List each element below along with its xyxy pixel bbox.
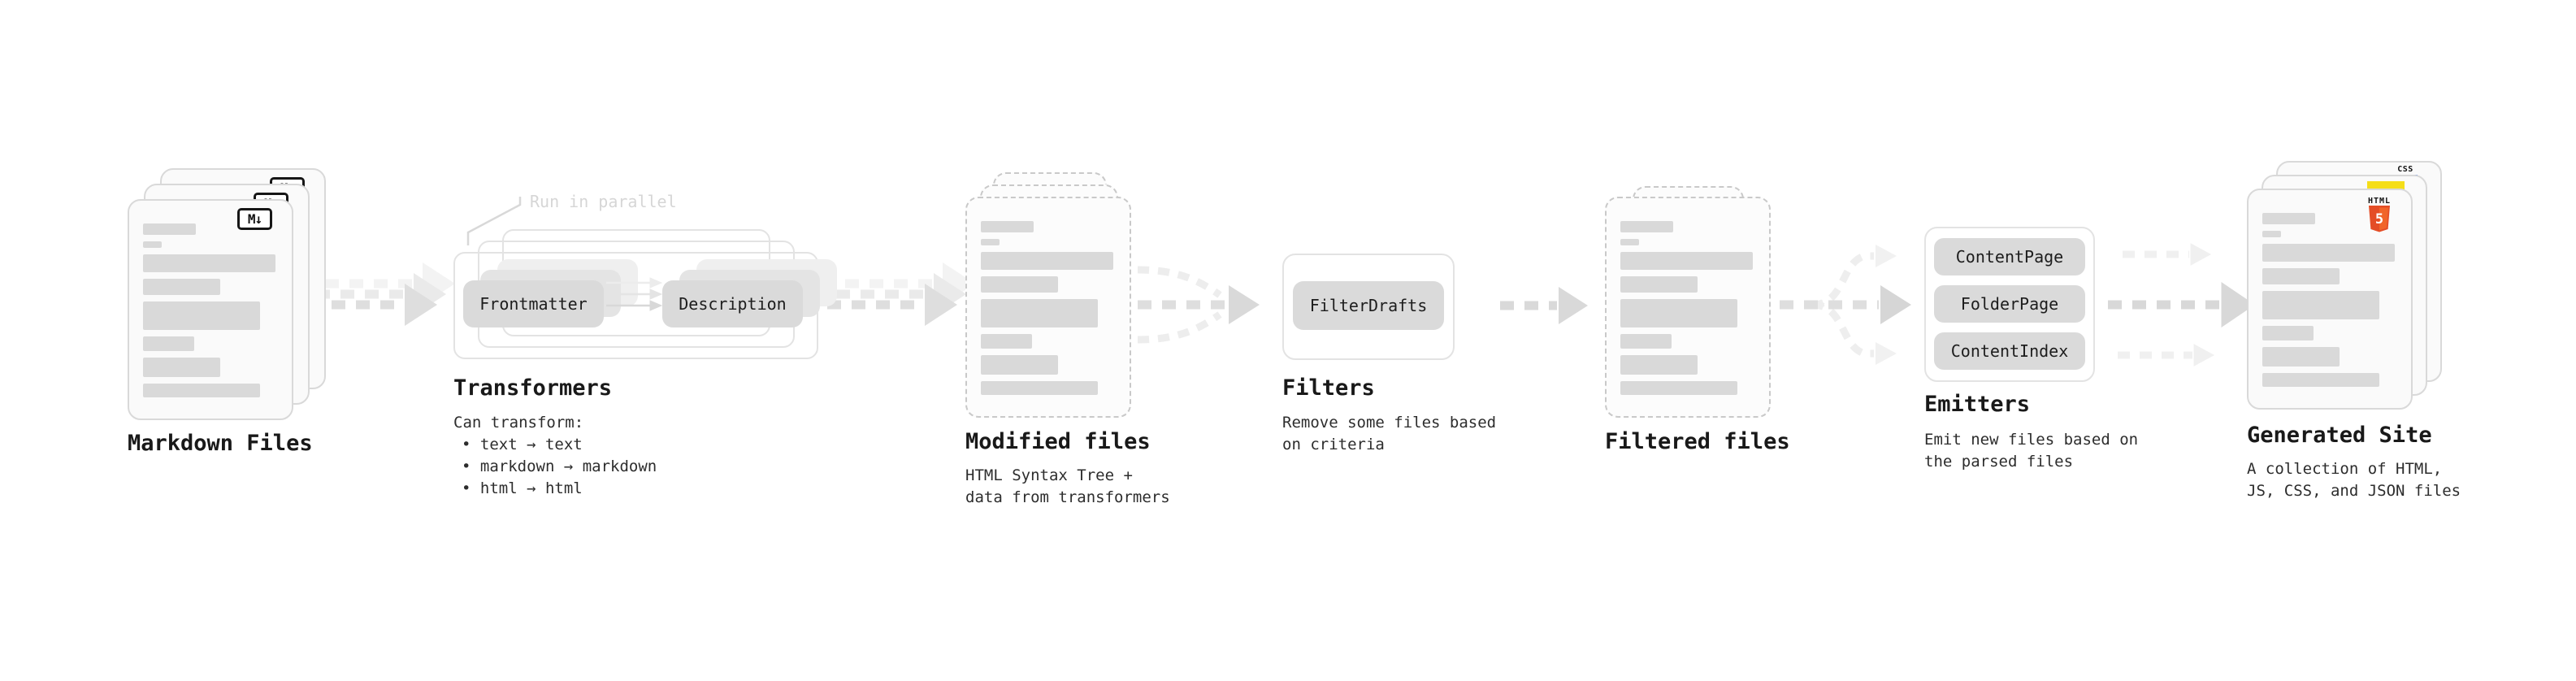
document-placeholder-lines [2262,213,2397,387]
desc-line: HTML Syntax Tree + [965,466,1133,484]
filtered-files-title: Filtered files [1605,429,1790,454]
document-placeholder-lines [1620,221,1755,395]
run-in-parallel-annotation: Run in parallel [530,192,677,211]
transformers-bullet-list: • text → text • markdown → markdown • ht… [462,434,657,500]
fanout-arrow-icon [1780,245,1911,365]
emitters-box [1924,227,2095,382]
markdown-files-title: Markdown Files [128,431,313,456]
annotation-leader-line [466,197,522,245]
filters-desc: Remove some files based on criteria [1282,412,1496,456]
transformers-title: Transformers [453,375,613,401]
markdown-files-stack: M↓ M↓ M↓ [128,168,327,422]
flow-arrow-icon [1500,287,1588,324]
transformers-desc-intro: Can transform: [453,414,584,432]
html5-label: HTML [2367,197,2392,206]
emitters-desc: Emit new files based on the parsed files [1924,429,2138,473]
emitter-chip-contentindex: ContentIndex [1934,332,2085,370]
flow-arrow-stacked-icon [307,262,455,326]
parallel-arrows-icon [606,277,663,311]
exit-arrows-icon [2108,243,2255,367]
emitter-chip-folderpage: FolderPage [1934,285,2085,323]
html-file-card: HTML 5 [2247,189,2413,410]
desc-line: Remove some files based [1282,414,1497,432]
desc-line: data from transformers [965,488,1170,506]
emitters-title: Emitters [1924,392,2031,417]
desc-line: A collection of HTML, [2247,460,2443,478]
bullet-item: • text → text [462,436,583,453]
modified-files-stack [965,172,1134,419]
document-placeholder-lines [981,221,1116,395]
flow-arrow-stacked-icon [827,262,975,326]
desc-line: Emit new files based on [1924,431,2139,449]
markdown-icon: M↓ [237,208,272,230]
emitter-chip-contentpage: ContentPage [1934,238,2085,275]
filterdrafts-chip: FilterDrafts [1293,281,1444,330]
bullet-item: • html → html [462,479,583,497]
generated-site-stack: CSS HTML 5 [2247,161,2444,411]
filtered-file-card-front [1605,197,1771,418]
html5-icon: HTML 5 [2366,197,2393,232]
filters-title: Filters [1282,375,1375,401]
desc-line: JS, CSS, and JSON files [2247,482,2461,500]
css-label: CSS [2397,165,2413,174]
desc-line: the parsed files [1924,453,2074,471]
generated-site-title: Generated Site [2247,423,2432,448]
svg-text:5: 5 [2375,211,2383,228]
document-placeholder-lines [143,223,278,397]
desc-line: on criteria [1282,436,1385,453]
merge-arrow-icon [1137,266,1260,344]
generated-site-desc: A collection of HTML, JS, CSS, and JSON … [2247,458,2461,502]
filtered-files-stack [1605,186,1774,419]
description-chip: Description [662,280,803,327]
filters-box [1282,254,1455,360]
bullet-item: • markdown → markdown [462,458,657,475]
html5-shield: 5 [2369,206,2390,232]
modified-files-title: Modified files [965,429,1151,454]
modified-file-card-front [965,197,1131,418]
modified-files-desc: HTML Syntax Tree + data from transformer… [965,465,1170,509]
markdown-file-card-front: M↓ [128,199,293,420]
frontmatter-chip: Frontmatter [463,280,604,327]
